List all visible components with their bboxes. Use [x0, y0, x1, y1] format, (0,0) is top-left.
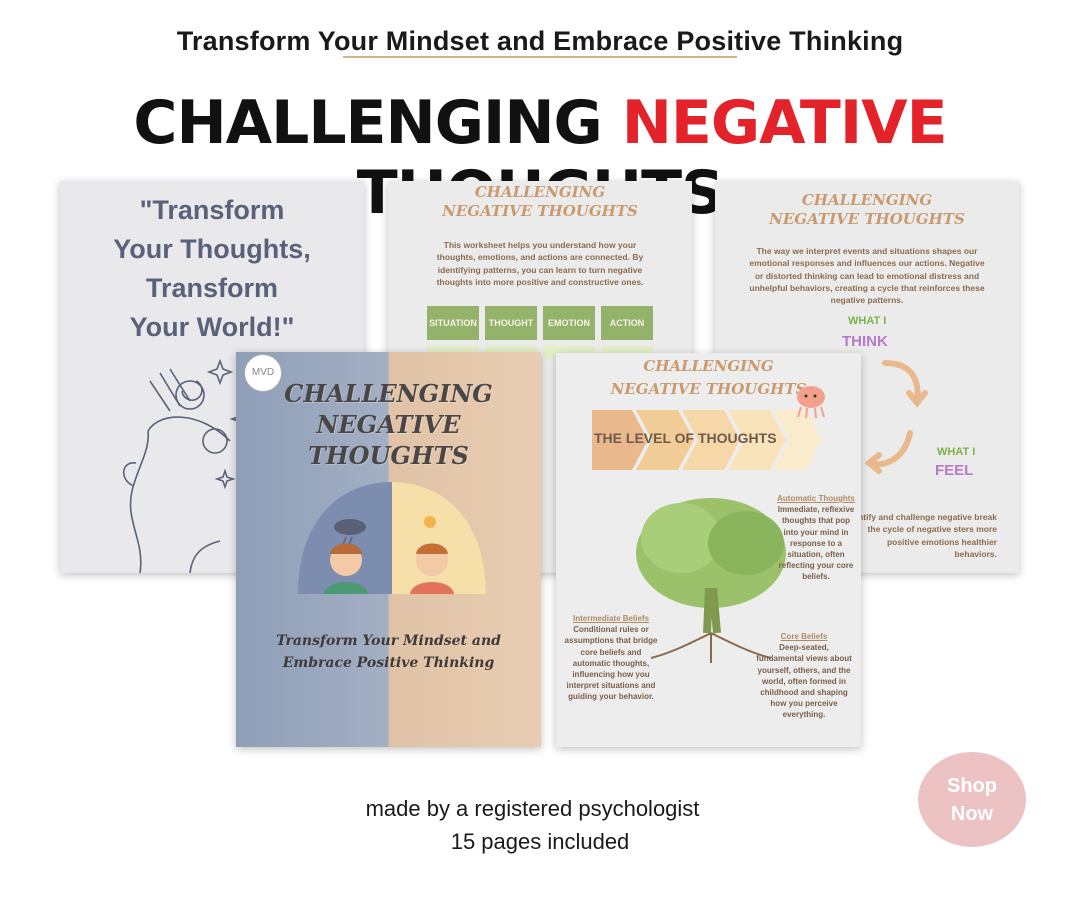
cover-tagline-line-1: Transform Your Mindset and	[276, 633, 501, 649]
cover-title: CHALLENGING NEGATIVE THOUGHTS	[236, 378, 541, 472]
subtitle: Transform Your Mindset and Embrace Posit…	[176, 26, 904, 56]
headline-part-1: CHALLENGING	[133, 88, 602, 158]
automatic-heading: Automatic Thoughts	[777, 494, 855, 503]
cycle-arrows	[865, 360, 928, 474]
annotation-automatic: Automatic Thoughts Immediate, reflexive …	[774, 493, 858, 583]
shop-now-line-2: Now	[950, 802, 994, 825]
what-i-label-2: WHAT I	[937, 446, 976, 458]
cycle-lower-text: entify and challenge negative break the …	[853, 512, 997, 559]
cover-tagline-line-2: Embrace Positive Thinking	[282, 655, 495, 672]
two-faces-illustration	[298, 482, 486, 594]
headline-part-2: NEGATIVE	[621, 88, 948, 158]
quote-line-2: Your Thoughts,	[113, 234, 311, 265]
cycle-title-line-1: CHALLENGING	[801, 191, 933, 209]
cover-title-line-1: CHALLENGING	[284, 379, 493, 408]
annotation-core: Core Beliefs Deep-seated, fundamental vi…	[756, 631, 852, 721]
column-header-action: ACTION	[601, 306, 653, 340]
cycle-intro: The way we interpret events and situatio…	[749, 246, 985, 306]
worksheet-title-line-2: NEGATIVE THOUGHTS	[442, 201, 638, 220]
brain-mascot-icon	[797, 386, 825, 419]
cover-tagline: Transform Your Mindset and Embrace Posit…	[236, 630, 541, 675]
tree-illustration	[636, 498, 786, 663]
quote-line-1: "Transform	[139, 195, 285, 225]
levels-title: CHALLENGING NEGATIVE THOUGHTS	[556, 355, 861, 400]
page-preview-levels: CHALLENGING NEGATIVE THOUGHTS THE LEVEL …	[556, 353, 861, 747]
quote-line-4: Your World!"	[129, 312, 295, 343]
worksheet-title: CHALLENGING NEGATIVE THOUGHTS	[388, 183, 692, 221]
feel-label: FEEL	[935, 462, 974, 479]
core-text: Deep-seated, fundamental views about you…	[756, 643, 852, 720]
chevron-banner	[592, 410, 822, 470]
automatic-text: Immediate, reflexive thoughts that pop i…	[777, 505, 855, 582]
column-header-situation: SITUATION	[427, 306, 479, 340]
footer-credential: made by a registered psychologist	[365, 796, 700, 821]
levels-title-line-1: CHALLENGING	[643, 357, 774, 375]
cycle-title-line-2: NEGATIVE THOUGHTS	[769, 209, 965, 228]
levels-title-line-2: NEGATIVE THOUGHTS	[610, 379, 807, 398]
worksheet-title-line-1: CHALLENGING	[474, 183, 606, 201]
core-heading: Core Beliefs	[780, 632, 828, 641]
cover-page: MVD CHALLENGING NEGATIVE THOUGHTS Transf…	[236, 352, 541, 747]
worksheet-intro: This worksheet helps you understand how …	[436, 240, 644, 287]
levels-banner-text: THE LEVEL OF THOUGHTS	[594, 430, 777, 446]
quote-text: "Transform Your Thoughts, Transform Your…	[60, 191, 364, 348]
column-header-emotion: EMOTION	[543, 306, 595, 340]
subtitle-underline	[343, 56, 737, 58]
cycle-title: CHALLENGING NEGATIVE THOUGHTS	[715, 191, 1019, 229]
shop-now-line-1: Shop	[947, 774, 997, 797]
cover-title-line-2: NEGATIVE THOUGHTS	[308, 410, 469, 471]
think-label: THINK	[842, 333, 888, 350]
brand-logo: MVD	[244, 354, 282, 392]
footer-page-count: 15 pages included	[450, 829, 630, 854]
intermediate-text: Conditional rules or assumptions that br…	[564, 625, 658, 702]
column-header-thought: THOUGHT	[485, 306, 537, 340]
shop-now-button[interactable]: Shop Now	[918, 752, 1026, 847]
intermediate-heading: Intermediate Beliefs	[572, 614, 650, 623]
what-i-label-1: WHAT I	[848, 315, 887, 327]
quote-line-3: Transform	[145, 273, 279, 304]
annotation-intermediate: Intermediate Beliefs Conditional rules o…	[562, 613, 660, 703]
